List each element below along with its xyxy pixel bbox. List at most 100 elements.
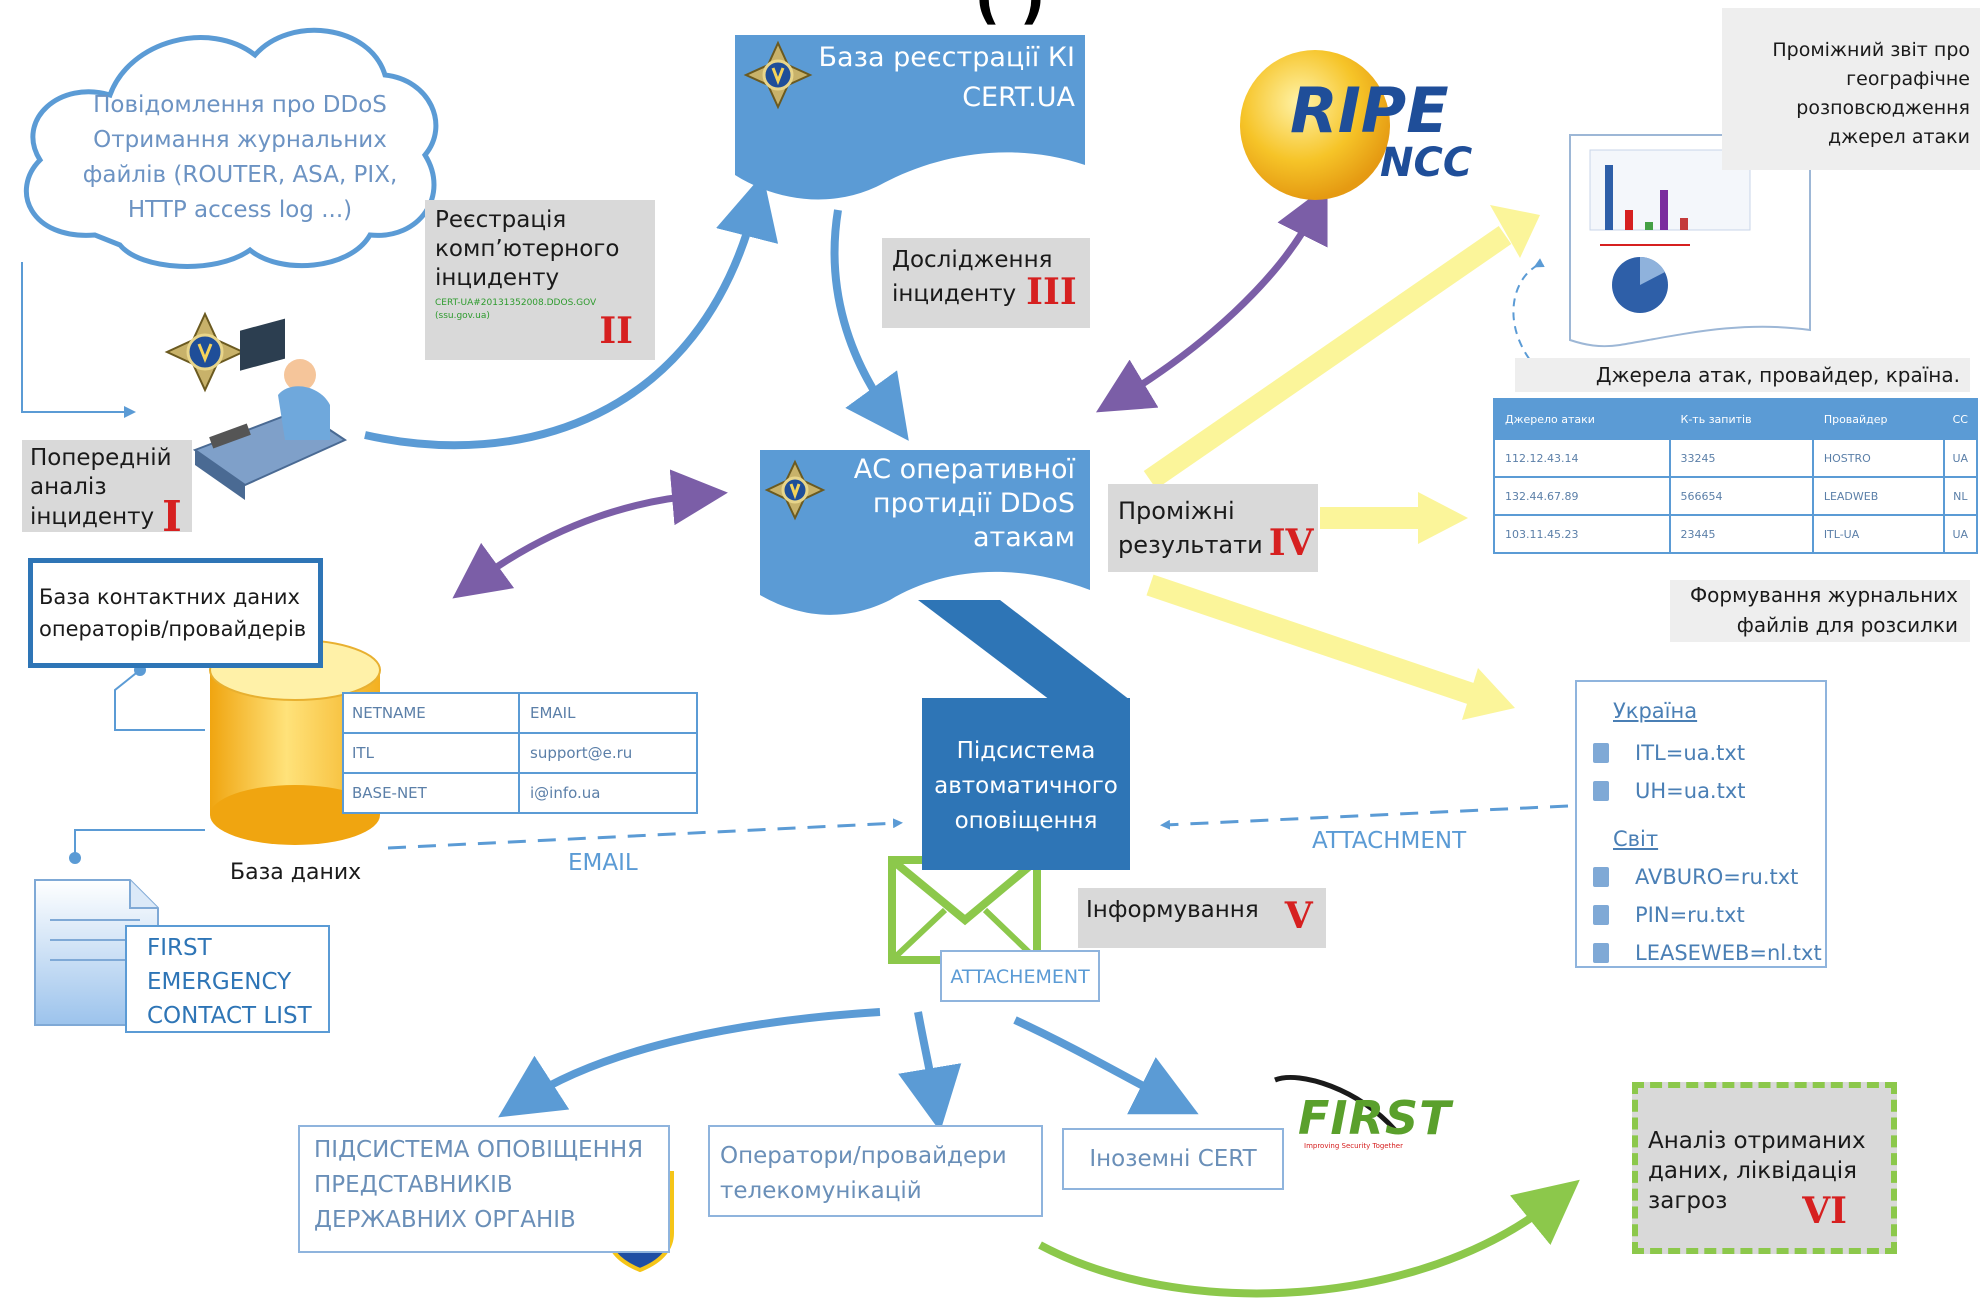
file-name: PIN=ru.txt: [1635, 903, 1745, 927]
logs-caption-line: файлів для розсилки: [1736, 613, 1958, 637]
stage-5-box: Інформування V: [1078, 888, 1326, 948]
operators-box: Оператори/провайдери телекомунікацій: [708, 1125, 1043, 1217]
file-name: LEASEWEB=nl.txt: [1635, 941, 1822, 965]
report-dashed-link: [1512, 258, 1545, 376]
table-row: 132.44.67.89 566654 LEADWEB NL: [1493, 476, 1979, 516]
email-label: EMAIL: [568, 850, 638, 876]
operators-line: Оператори/провайдери: [720, 1143, 1007, 1169]
cloud-line: Повідомлення про DDoS: [93, 92, 387, 118]
cloud-text: Повідомлення про DDoS Отримання журнальн…: [55, 88, 425, 228]
table-cell: 23445: [1668, 514, 1814, 554]
files-world-link[interactable]: Світ: [1613, 827, 1659, 851]
operator-desk-icon: [192, 318, 348, 500]
attachment-dashed-line: [1160, 804, 1569, 830]
emblem-icon: [743, 40, 813, 110]
table-row: 112.12.43.14 33245 HOSTRO UA: [1493, 438, 1979, 478]
first-list-line: FIRST: [147, 935, 212, 961]
db-table: NETNAME EMAIL ITL support@e.ru BASE-NET …: [342, 692, 698, 814]
notification-subsystem: Підсистема автоматичного оповіщення: [922, 698, 1130, 870]
stage-4-box: Проміжні результати IV: [1108, 484, 1318, 572]
arrow-to-gov: [498, 1008, 881, 1118]
cloud-line: HTTP access log ...): [127, 197, 353, 223]
gov-line: ДЕРЖАВНИХ ОРГАНІВ: [314, 1207, 576, 1233]
file-name: ITL=ua.txt: [1635, 741, 1746, 765]
geo-report-caption: Проміжний звіт про географічне розповсюд…: [1722, 8, 1980, 170]
table-cell: 566654: [1668, 476, 1814, 516]
stage-5-numeral: V: [1284, 895, 1313, 937]
emblem-icon: [164, 311, 246, 393]
table-cell: 103.11.45.23: [1493, 514, 1671, 554]
file-name: AVBURO=ru.txt: [1635, 865, 1799, 889]
file-item[interactable]: AVBURO=ru.txt: [1593, 858, 1825, 896]
attachment-label: ATTACHMENT: [1312, 828, 1467, 854]
table-header: К-ть запитів: [1668, 398, 1814, 440]
as-title: АС оперативної протидії DDoS атакам: [820, 453, 1075, 555]
first-logo-tagline: Improving Security Together: [1304, 1142, 1403, 1150]
emblem-icon: [764, 459, 826, 521]
incident-domain: (ssu.gov.ua): [435, 311, 490, 321]
gov-notification-box: ПІДСИСТЕМА ОПОВІЩЕННЯ ПРЕДСТАВНИКІВ ДЕРЖ…: [298, 1125, 670, 1253]
arrow-to-registry: [364, 174, 779, 450]
table-header: Провайдер: [1811, 398, 1945, 440]
file-item[interactable]: LEASEWEB=nl.txt: [1593, 934, 1825, 972]
stage-3-numeral: III: [1026, 271, 1077, 313]
first-contact-list: FIRST EMERGENCY CONTACT LIST: [125, 925, 330, 1033]
arrow-registry-to-as: [830, 209, 909, 441]
table-cell: 132.44.67.89: [1493, 476, 1671, 516]
contacts-db-box: База контактних даних операторів/провайд…: [28, 558, 323, 668]
stage-2-box: Реєстрація комп’ютерного інциденту CERT-…: [425, 200, 655, 360]
files-box: Україна ITL=ua.txt UH=ua.txt Світ AVBURO…: [1575, 680, 1827, 968]
as-line: атакам: [972, 522, 1075, 553]
stage-2-line: інциденту: [435, 265, 560, 291]
notify-line: автоматичного: [934, 773, 1118, 799]
sources-table: Джерело атаки К-ть запитів Провайдер CC …: [1493, 398, 1979, 554]
table-row: NETNAME EMAIL: [342, 692, 698, 734]
ripe-logo: [1240, 50, 1390, 200]
table-header-row: Джерело атаки К-ть запитів Провайдер CC: [1493, 398, 1979, 440]
attachement-box: ATTACHEMENT: [940, 950, 1100, 1002]
stage-1-line: Попередній: [30, 445, 172, 471]
table-row: BASE-NET i@info.ua: [342, 772, 698, 814]
stage-6-numeral: VI: [1802, 1190, 1847, 1232]
file-icon: [1593, 867, 1609, 887]
stage-1-box: Попередній аналіз інциденту I: [22, 440, 192, 538]
as-line: протидії DDoS: [872, 488, 1075, 519]
table-cell: UA: [1942, 514, 1979, 554]
sources-caption: Джерела атак, провайдер, країна.: [1515, 358, 1970, 392]
files-ukraine-link[interactable]: Україна: [1613, 699, 1698, 723]
table-cell: NETNAME: [342, 692, 520, 734]
file-item[interactable]: UH=ua.txt: [1593, 772, 1825, 810]
first-list-line: CONTACT LIST: [147, 1003, 312, 1029]
geo-report-line: Проміжний звіт про: [1772, 39, 1970, 61]
file-icon: [1593, 781, 1609, 801]
stage-1-line: інциденту: [30, 504, 155, 530]
stage-3-line: Дослідження: [892, 247, 1053, 273]
registry-line: База реєстрації КІ: [818, 42, 1075, 73]
email-dashed-line: [387, 818, 903, 850]
stage-4-numeral: IV: [1268, 522, 1314, 564]
envelope-icon: [888, 856, 1041, 964]
geo-report-line: джерел атаки: [1827, 126, 1970, 148]
registry-shape: [735, 35, 1085, 200]
logs-caption: Формування журнальних файлів для розсилк…: [1670, 580, 1970, 642]
gov-line: ПІДСИСТЕМА ОПОВІЩЕННЯ: [314, 1137, 644, 1163]
table-cell: ITL-UA: [1811, 514, 1945, 554]
file-item[interactable]: ITL=ua.txt: [1593, 734, 1825, 772]
registry-line: CERT.UA: [962, 82, 1075, 113]
logs-caption-line: Формування журнальних: [1689, 583, 1958, 607]
first-list-connector-line: [74, 829, 205, 858]
table-cell: HOSTRO: [1811, 438, 1945, 478]
stage-6-line: Аналіз отриманих: [1648, 1128, 1866, 1154]
file-name: UH=ua.txt: [1635, 779, 1746, 803]
notify-line: оповіщення: [954, 808, 1098, 834]
geo-report-line: розповсюдження: [1796, 97, 1970, 119]
cloud-line: файлів (ROUTER, ASA, PIX,: [82, 162, 398, 188]
contacts-db-line: операторів/провайдерів: [39, 617, 307, 641]
file-item[interactable]: PIN=ru.txt: [1593, 896, 1825, 934]
page-title-fragment: ( ): [680, 0, 1340, 31]
first-logo-text: FIRST: [1298, 1091, 1452, 1145]
stage-2-numeral: II: [599, 310, 633, 352]
stage-3-line: інциденту: [892, 281, 1017, 307]
yellow-arrows: [1143, 205, 1540, 720]
